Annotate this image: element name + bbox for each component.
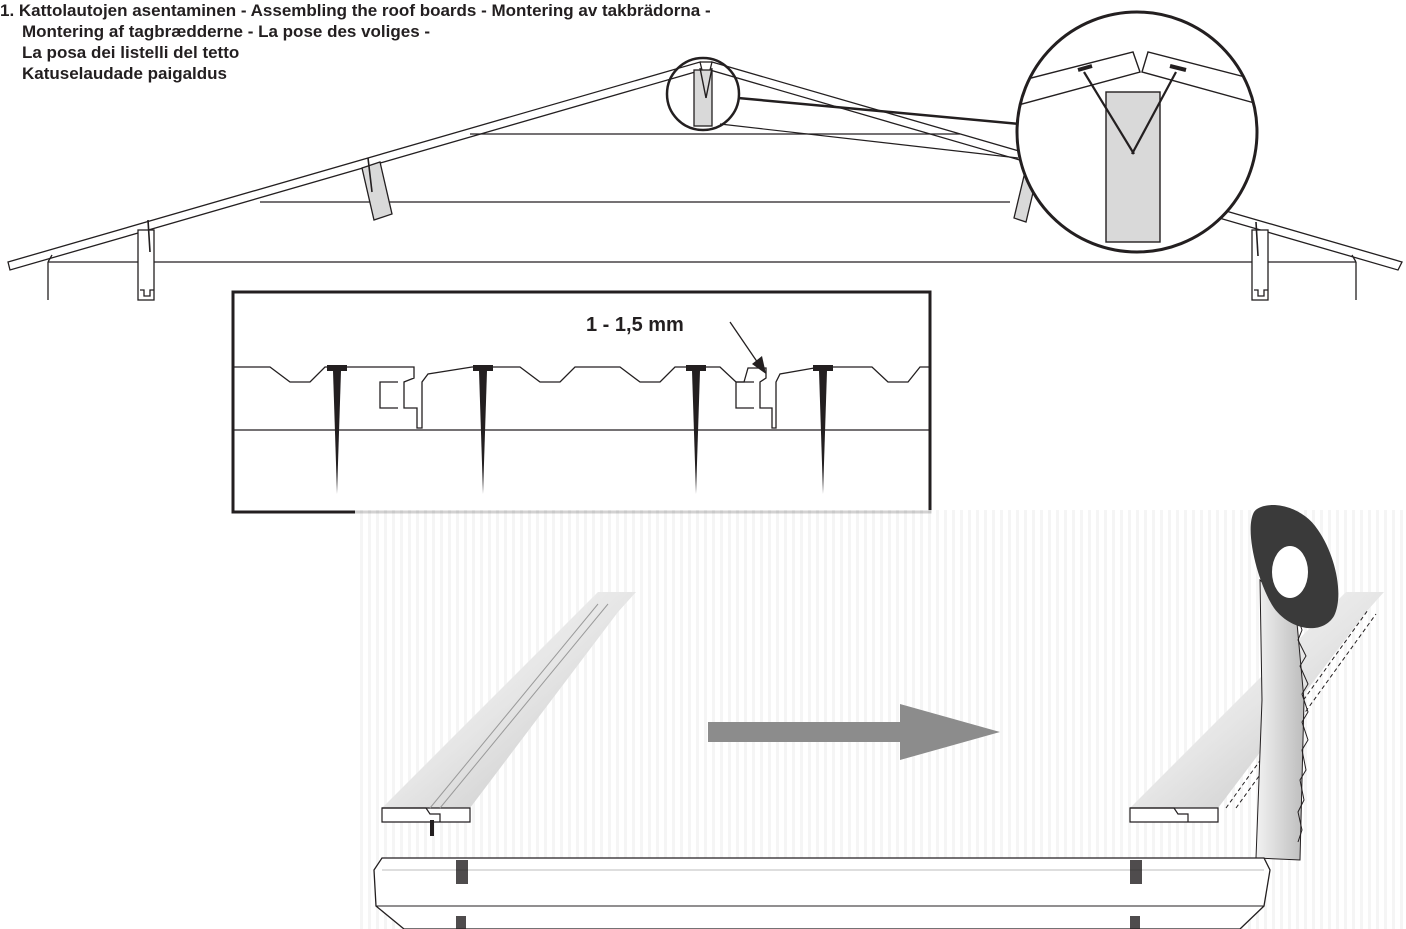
right-post — [1251, 229, 1269, 301]
hand-saw — [1250, 505, 1339, 861]
gap-label: 1 - 1,5 mm — [586, 314, 684, 336]
profile-nails — [327, 365, 833, 494]
board-profile-panel: 1 - 1,5 mm — [231, 290, 932, 514]
bottom-beam — [373, 857, 1271, 929]
heading-line-3: La posa dei listelli del tetto — [22, 43, 240, 62]
nail-3 — [686, 365, 706, 494]
left-roof-board — [7, 61, 703, 271]
left-board — [381, 592, 636, 836]
heading-line-2: Montering af tagbrædderne - La pose des … — [22, 22, 431, 41]
nail-1 — [327, 365, 347, 494]
heading-line-1: 1. Kattolautojen asentaminen - Assemblin… — [0, 1, 711, 20]
large-magnifier-circle — [1015, 10, 1259, 254]
gap-leader-line — [729, 321, 761, 367]
small-magnifier-circle — [665, 56, 741, 132]
heading: 1. Kattolautojen asentaminen - Assemblin… — [0, 0, 711, 84]
nail-4 — [813, 365, 833, 494]
detail-ridge-block — [1105, 91, 1161, 243]
right-arrow — [708, 704, 1000, 760]
nail-2 — [473, 365, 493, 494]
board-profile-top — [234, 366, 929, 429]
gap-arrowhead — [752, 356, 766, 374]
ridge-nail-detail — [1015, 10, 1259, 254]
heading-line-4: Katuselaudade paigaldus — [22, 64, 227, 83]
left-rafter-block — [361, 161, 393, 221]
ridge-block — [693, 69, 713, 127]
